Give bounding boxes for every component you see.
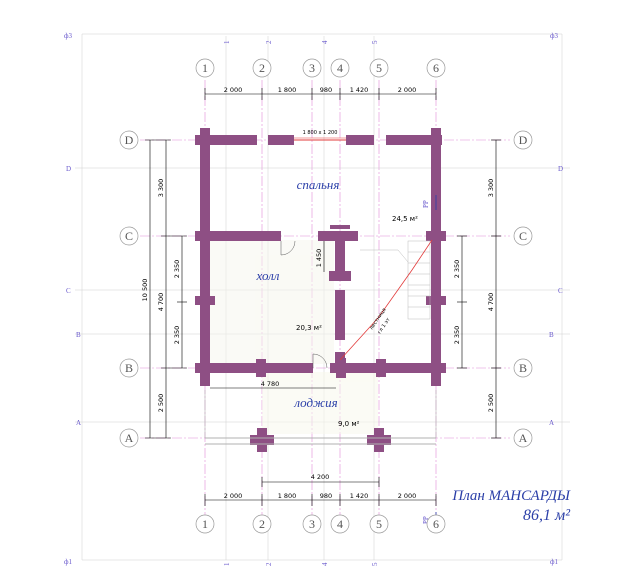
- dim-right-a3: 2 500: [487, 394, 495, 413]
- dim-left-a1: 3 300: [157, 179, 165, 198]
- edge-bot-left: ф1: [64, 558, 73, 566]
- edge-right-B: B: [549, 331, 554, 339]
- axis-markers-bottom: 1 2 3 4 5 6: [195, 514, 446, 534]
- axis-top-2: 2: [259, 61, 265, 75]
- bottom-dimension-chain: 2 000 1 800 980 1 420 2 000 4 200: [204, 473, 437, 506]
- edge-right-C: C: [558, 287, 563, 295]
- area-bedroom: 24,5 м²: [392, 215, 418, 223]
- edge-bot-right: ф1: [550, 558, 559, 566]
- edge-left-B: B: [76, 331, 81, 339]
- inner-dimensions: 1 450 4 780: [210, 241, 336, 389]
- top-dimension-chain: 2 000 1 800 980 1 420 2 000: [204, 86, 437, 100]
- axis-right-A: A: [519, 431, 528, 445]
- dim-right-a2: 4 700: [487, 293, 495, 312]
- left-dimensions: 10 500 3 300 4 700 2 500 2 350 2 350: [141, 139, 187, 439]
- dim-bot-1: 2 000: [224, 492, 243, 500]
- plan-title: План МАНСАРДЫ 86,1 м²: [451, 488, 571, 524]
- plan-title-name: План МАНСАРДЫ: [451, 488, 571, 504]
- dim-bot-4: 1 420: [350, 492, 369, 500]
- dim-top-5: 2 000: [398, 86, 417, 94]
- edge-left-C: C: [66, 287, 71, 295]
- dim-left-a3: 2 500: [157, 394, 165, 413]
- loggia-railing: [204, 390, 437, 445]
- dim-top-4: 1 420: [350, 86, 369, 94]
- room-loggia: лоджия: [293, 395, 337, 410]
- dim-bot-5: 2 000: [398, 492, 417, 500]
- edge-top-4: 4: [321, 40, 329, 44]
- axis-top-5: 5: [376, 61, 382, 75]
- dim-right-a1: 3 300: [487, 179, 495, 198]
- axis-left-D: D: [125, 133, 134, 147]
- floor-hatch: [206, 240, 378, 434]
- right-dimensions: 3 300 4 700 2 500 2 350 2 350: [453, 139, 501, 439]
- area-hall: 20,3 м²: [296, 324, 322, 332]
- edge-bot-1: 1: [223, 562, 231, 566]
- axis-bot-1: 1: [202, 517, 208, 531]
- walls: [195, 128, 446, 452]
- openings: 1 800 x 1 200: [280, 130, 346, 369]
- dim-4200: 4 200: [311, 473, 330, 481]
- axis-bot-2: 2: [259, 517, 265, 531]
- edge-bot-5: 5: [371, 562, 379, 566]
- dim-right-b2: 2 350: [453, 326, 461, 345]
- edge-top-right: ф3: [550, 32, 559, 40]
- dim-right-b1: 2 350: [453, 260, 461, 279]
- axis-top-6: 6: [433, 61, 439, 75]
- axis-left-A: A: [125, 431, 134, 445]
- cut-mark-bottom: РР: [422, 516, 430, 524]
- staircase: лестница гл 1 эт: [339, 239, 433, 361]
- dim-left-b1: 2 350: [173, 260, 181, 279]
- axis-markers-right: D C B A: [513, 130, 533, 448]
- area-loggia: 9,0 м²: [338, 420, 360, 428]
- edge-right-A: A: [549, 419, 554, 427]
- axis-bot-6: 6: [433, 517, 439, 531]
- edge-bot-4: 4: [321, 562, 329, 566]
- axis-right-C: C: [519, 229, 527, 243]
- axis-bot-5: 5: [376, 517, 382, 531]
- axis-right-D: D: [519, 133, 528, 147]
- window-size: 1 800 x 1 200: [303, 130, 338, 136]
- room-bedroom: спальня: [297, 177, 340, 192]
- edge-top-1: 1: [223, 40, 231, 44]
- frame-edge-labels: ф3 ф3 ф1 ф1 1 2 4 5 1 2 4 5 D C B A D C …: [64, 32, 563, 566]
- axis-left-B: B: [125, 361, 133, 375]
- dim-left-b2: 2 350: [173, 326, 181, 345]
- axis-markers-left: D C B A: [119, 130, 139, 448]
- axis-top-3: 3: [309, 61, 315, 75]
- edge-left-D: D: [66, 165, 71, 173]
- edge-top-5: 5: [371, 40, 379, 44]
- axis-right-B: B: [519, 361, 527, 375]
- frame-lines: [81, 33, 563, 561]
- dim-bot-3: 980: [320, 492, 332, 500]
- edge-bot-2: 2: [265, 562, 273, 566]
- dim-4780: 4 780: [261, 380, 280, 388]
- edge-left-A: A: [76, 419, 81, 427]
- axis-top-4: 4: [337, 61, 343, 75]
- edge-right-D: D: [558, 165, 563, 173]
- axis-markers-top: 1 2 3 4 5 6: [195, 58, 446, 78]
- axis-left-C: C: [125, 229, 133, 243]
- dim-left-total: 10 500: [141, 279, 149, 302]
- dim-bot-2: 1 800: [278, 492, 297, 500]
- room-hall: холл: [256, 268, 280, 283]
- axis-bot-3: 3: [309, 517, 315, 531]
- dim-left-a2: 4 700: [157, 293, 165, 312]
- cut-mark-top: РР: [422, 200, 430, 208]
- dim-top-1: 2 000: [224, 86, 243, 94]
- axis-bot-4: 4: [337, 517, 343, 531]
- dim-top-3: 980: [320, 86, 332, 94]
- dim-top-2: 1 800: [278, 86, 297, 94]
- plan-title-area: 86,1 м²: [523, 507, 571, 524]
- dim-1450: 1 450: [315, 249, 323, 268]
- axis-top-1: 1: [202, 61, 208, 75]
- edge-top-left: ф3: [64, 32, 73, 40]
- room-labels: спальня 24,5 м² холл 20,3 м² лоджия 9,0 …: [256, 177, 419, 428]
- edge-top-2: 2: [265, 40, 273, 44]
